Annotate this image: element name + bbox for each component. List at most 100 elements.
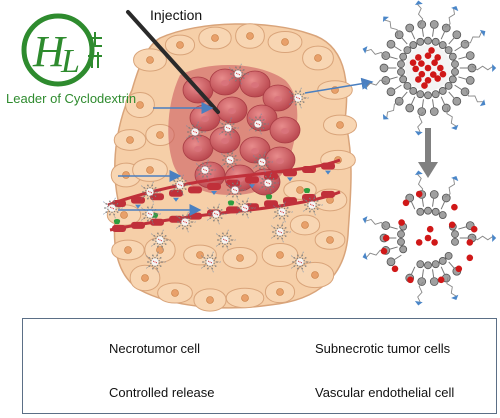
drug-molecule — [193, 130, 195, 132]
drug-molecule — [112, 208, 114, 210]
endothelial-segment — [321, 162, 335, 170]
drug-molecule — [236, 72, 238, 74]
drug-molecule — [296, 96, 298, 98]
necrotumor-cell — [182, 134, 214, 162]
drug-molecule — [178, 183, 180, 185]
drug-molecule — [429, 71, 437, 78]
endothelial-segment — [112, 225, 126, 232]
drug-molecule — [210, 262, 212, 264]
drug-molecule — [226, 126, 228, 128]
injection-label: Injection — [150, 7, 203, 23]
drug-molecule — [415, 190, 423, 198]
drug-molecule — [448, 221, 456, 229]
drug-molecule — [245, 208, 247, 210]
small-nanoparticle — [216, 229, 236, 251]
drug-molecule — [185, 222, 187, 224]
necrotumor-cell — [209, 68, 241, 96]
drug-molecule — [148, 190, 150, 192]
subnecrotic-cell — [323, 114, 357, 136]
drug-molecule — [204, 169, 206, 171]
subnecrotic-cell — [164, 34, 196, 56]
legend-box: Necrotumor cell Subnecrotic tumor cells … — [22, 318, 497, 414]
drug-molecule — [415, 54, 422, 61]
drug-molecule — [194, 131, 196, 133]
drug-molecule — [424, 77, 432, 84]
endothelial-segment — [264, 200, 278, 208]
endothelial-segment — [226, 206, 240, 214]
release-arrow — [418, 128, 438, 178]
subnecrotic-cell — [302, 45, 334, 71]
drug-molecule — [431, 59, 438, 67]
subnecrotic-cell — [132, 158, 168, 182]
drug-molecule — [234, 189, 236, 191]
endothelial-segment — [131, 221, 145, 229]
subnecrotic-cell — [264, 280, 296, 304]
subnecrotic-cell — [193, 288, 227, 312]
small-nanoparticle — [249, 113, 269, 135]
drug-molecule — [258, 124, 260, 126]
drug-molecule — [455, 265, 463, 273]
svg-text:L: L — [60, 43, 80, 80]
subnecrotic-cell — [113, 129, 147, 151]
drug-molecule — [412, 65, 419, 73]
small-nanoparticle — [141, 181, 161, 203]
subnecrotic-cell — [267, 30, 303, 54]
drug-molecule — [310, 203, 312, 205]
drug-molecule — [418, 60, 425, 67]
drug-molecule — [238, 74, 240, 76]
drug-molecule — [280, 210, 282, 212]
drug-molecule — [203, 168, 205, 170]
drug-molecule — [228, 158, 230, 160]
drug-molecule — [209, 261, 211, 263]
drug-molecule — [195, 132, 197, 134]
necrotumor-cell — [216, 96, 248, 124]
drug-molecule — [227, 127, 229, 129]
drug-molecule — [391, 265, 399, 273]
nanoparticle-intact — [362, 0, 497, 136]
endothelial-segment — [283, 197, 297, 205]
drug-molecule — [428, 47, 435, 54]
drug-molecule — [380, 247, 388, 255]
drug-molecule — [148, 212, 150, 214]
subnecrotic-cell — [144, 237, 176, 263]
drug-molecule — [300, 262, 302, 264]
legend-label-subnecrotic: Subnecrotic tumor cells — [315, 341, 451, 356]
drug-molecule — [451, 203, 458, 211]
small-nanoparticle — [303, 194, 323, 216]
small-nanoparticle — [103, 197, 123, 219]
drug-molecule — [437, 64, 444, 72]
drug-molecule — [215, 213, 217, 215]
nanoparticle-cluster — [103, 63, 323, 273]
penetration-arrows — [118, 102, 214, 216]
drug-molecule — [223, 238, 225, 240]
drug-molecule — [257, 123, 259, 125]
drug-molecule — [398, 219, 405, 226]
subnecrotic-cell — [314, 230, 346, 250]
nanoparticle-releasing — [362, 170, 497, 306]
drug-molecule — [280, 232, 282, 234]
drug-molecule — [149, 191, 151, 193]
drug-molecule — [278, 230, 280, 232]
small-nanoparticle — [221, 149, 241, 171]
drug-molecule — [150, 192, 152, 194]
drug-molecule — [160, 240, 162, 242]
small-nanoparticle — [291, 251, 311, 273]
subnecrotic-cell — [235, 23, 265, 49]
drug-molecule — [260, 160, 262, 162]
drug-molecule — [267, 182, 269, 184]
drug-molecule — [110, 206, 112, 208]
endothelial-segment — [188, 186, 202, 194]
svg-text:H: H — [32, 27, 67, 76]
small-nanoparticle — [176, 211, 196, 233]
drug-molecule — [158, 238, 160, 240]
small-nanoparticle — [229, 63, 249, 85]
drug-molecule — [233, 188, 235, 190]
drug-molecule — [256, 122, 258, 124]
endothelial-segment — [264, 172, 278, 180]
drug-molecule — [424, 64, 432, 72]
endothelial-segment — [302, 166, 316, 173]
drug-molecule — [298, 98, 300, 100]
endothelial-segment — [131, 196, 145, 204]
endothelial-segment — [112, 200, 126, 207]
